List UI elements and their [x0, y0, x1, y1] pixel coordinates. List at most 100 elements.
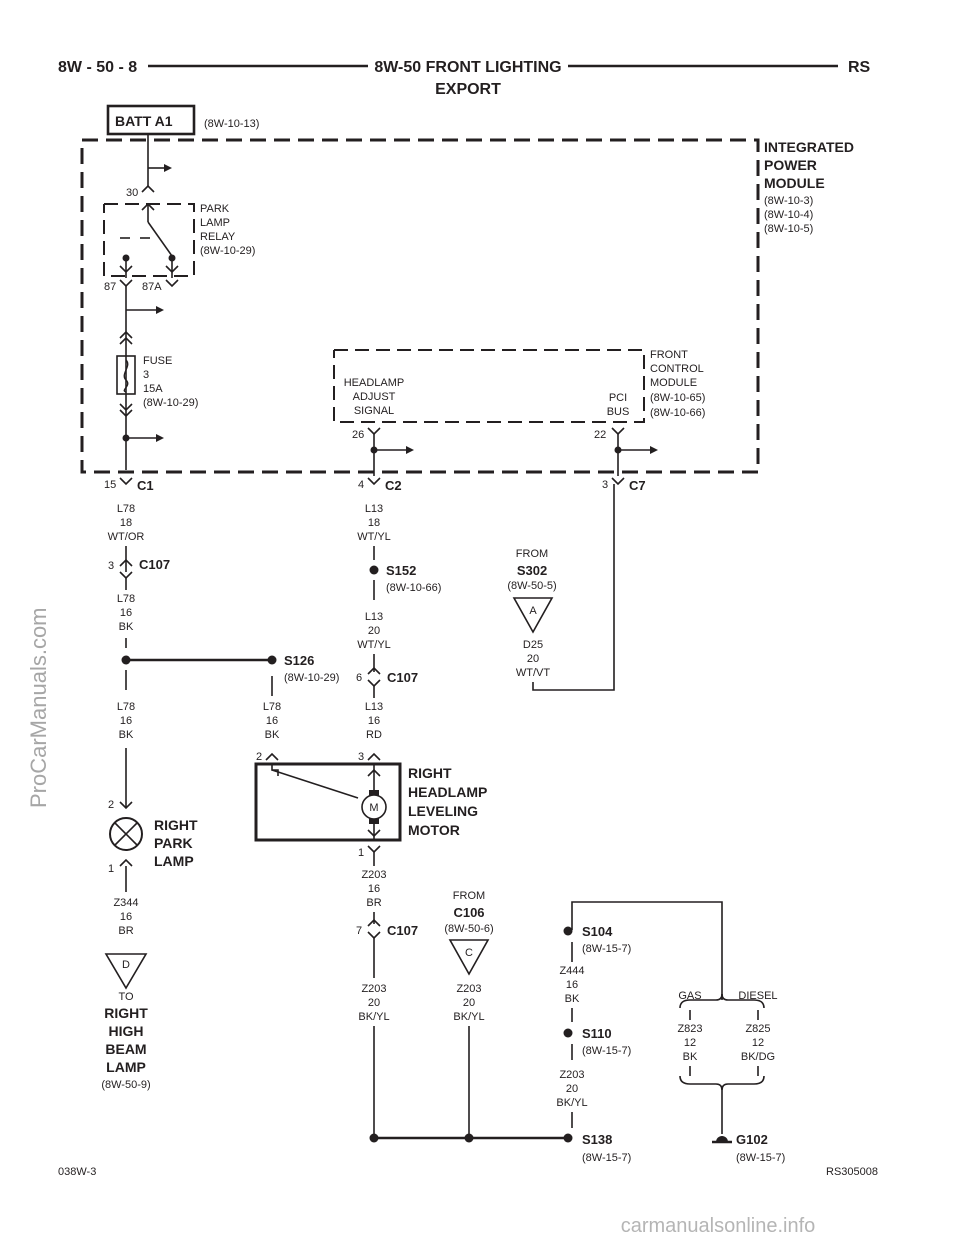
wire-z344-code: Z344: [113, 897, 138, 909]
ipm-name-2: POWER: [764, 157, 817, 173]
park-lamp-name-1: RIGHT: [154, 817, 198, 833]
wire-z203-20c-color: BK/YL: [556, 1097, 587, 1109]
c107b-pin: 6: [356, 672, 362, 684]
ipm-name-3: MODULE: [764, 175, 825, 191]
wire-z203-20b-color: BK/YL: [453, 1011, 484, 1023]
fcm-headlamp-label-1: HEADLAMP: [344, 377, 405, 389]
batt-a1-ref: (8W-10-13): [204, 118, 259, 130]
fuse-name: FUSE: [143, 355, 172, 367]
from-c106-from: FROM: [453, 890, 485, 902]
fcm-ref-1: (8W-10-65): [650, 392, 705, 404]
c2-pin: 4: [358, 479, 364, 491]
wire-z823-color: BK: [683, 1051, 698, 1063]
fuse-number: 3: [143, 369, 149, 381]
wire-z823-code: Z823: [677, 1023, 702, 1035]
motor-name-3: LEVELING: [408, 803, 478, 819]
wire-z444-gauge: 16: [566, 979, 578, 991]
ground-icon: [716, 1136, 728, 1142]
motor-name-1: RIGHT: [408, 765, 452, 781]
fcm-ref-2: (8W-10-66): [650, 407, 705, 419]
park-lamp-pin-1: 1: [108, 863, 114, 875]
fcm-boundary: [333, 349, 645, 423]
wire-l78-16b-gauge: 16: [120, 715, 132, 727]
wire-l78-16c-color: BK: [265, 729, 280, 741]
wire-l78-18-gauge: 18: [120, 517, 132, 529]
wire-l78-16a-color: BK: [119, 621, 134, 633]
batt-a1-box: [106, 104, 196, 136]
wire-l78-18-color: WT/OR: [108, 531, 145, 543]
s126-ref: (8W-10-29): [284, 672, 339, 684]
wire-l78-18-code: L78: [117, 503, 135, 515]
wire-z444-code: Z444: [559, 965, 584, 977]
fcm-pin-26: 26: [352, 429, 364, 441]
fcm-pci-label-1: PCI: [609, 392, 627, 404]
to-high-beam-triangle: [104, 953, 148, 990]
park-lamp-bulb-icon: [109, 817, 143, 851]
s104-name: S104: [582, 924, 613, 939]
s110-ref: (8W-15-7): [582, 1045, 631, 1057]
wire-l78-16c-code: L78: [263, 701, 281, 713]
wire-l13-16-gauge: 16: [368, 715, 380, 727]
high-beam-name-4: LAMP: [106, 1059, 146, 1075]
from-s302-name: S302: [517, 563, 547, 578]
wire-l78-16a-code: L78: [117, 593, 135, 605]
diesel-label: DIESEL: [738, 990, 777, 1002]
fuse-symbol: [116, 355, 136, 395]
from-c106-triangle: [448, 939, 490, 976]
high-beam-name-3: BEAM: [105, 1041, 146, 1057]
ipm-boundary: [80, 138, 760, 474]
c1-pin: 15: [104, 479, 116, 491]
wire-z203-20b-code: Z203: [456, 983, 481, 995]
batt-a1-label: BATT A1: [115, 113, 173, 129]
relay-pin-30: 30: [126, 187, 138, 199]
c7-pin: 3: [602, 479, 608, 491]
from-s302-from: FROM: [516, 548, 548, 560]
relay-pin-87a: 87A: [142, 281, 162, 293]
fuse-rating: 15A: [143, 383, 163, 395]
high-beam-name-2: HIGH: [109, 1023, 144, 1039]
wire-l13-16-color: RD: [366, 729, 382, 741]
wire-z203-20a-color: BK/YL: [358, 1011, 389, 1023]
high-beam-ref: (8W-50-9): [101, 1079, 150, 1091]
from-c106-name: C106: [453, 905, 484, 920]
ipm-ref-1: (8W-10-3): [764, 195, 813, 207]
fcm-pci-label-2: BUS: [607, 406, 630, 418]
wire-z444-color: BK: [565, 993, 580, 1005]
fcm-pin-22: 22: [594, 429, 606, 441]
wire-z825-gauge: 12: [752, 1037, 764, 1049]
motor-pin-1: 1: [358, 847, 364, 859]
motor-name-4: MOTOR: [408, 822, 460, 838]
wire-l13-16-code: L13: [365, 701, 383, 713]
relay-box: [103, 203, 195, 277]
c2-name: C2: [385, 478, 402, 493]
c107c-name: C107: [387, 923, 418, 938]
page-title: 8W-50 FRONT LIGHTING: [374, 59, 561, 76]
fcm-headlamp-label-2: ADJUST: [353, 391, 396, 403]
wire-z344-color: BR: [118, 925, 133, 937]
wire-z825-color: BK/DG: [741, 1051, 775, 1063]
footer-left-code: 038W-3: [58, 1166, 96, 1178]
wire-z203-20b-gauge: 20: [463, 997, 475, 1009]
fcm-name-1: FRONT: [650, 349, 688, 361]
wire-z203-16-gauge: 16: [368, 883, 380, 895]
c7-name: C7: [629, 478, 646, 493]
wire-z344-gauge: 16: [120, 911, 132, 923]
motor-name-2: HEADLAMP: [408, 784, 487, 800]
wire-z203-20c-code: Z203: [559, 1069, 584, 1081]
relay-name-1: PARK: [200, 203, 230, 215]
page-number: 8W - 50 - 8: [58, 59, 137, 76]
wire-l13-20-color: WT/YL: [357, 639, 391, 651]
s110-name: S110: [582, 1026, 612, 1041]
wire-d25-color: WT/VT: [516, 667, 550, 679]
relay-name-2: LAMP: [200, 217, 230, 229]
s104-ref: (8W-15-7): [582, 943, 631, 955]
motor-pin-2: 2: [256, 751, 262, 763]
to-high-beam-tag: D: [122, 959, 130, 971]
high-beam-name-1: RIGHT: [104, 1005, 148, 1021]
footer-right-code: RS305008: [826, 1166, 878, 1178]
wire-z203-16-code: Z203: [361, 869, 386, 881]
wire-l78-16b-color: BK: [119, 729, 134, 741]
wire-l13-18-color: WT/YL: [357, 531, 391, 543]
from-s302-tag: A: [529, 605, 537, 617]
